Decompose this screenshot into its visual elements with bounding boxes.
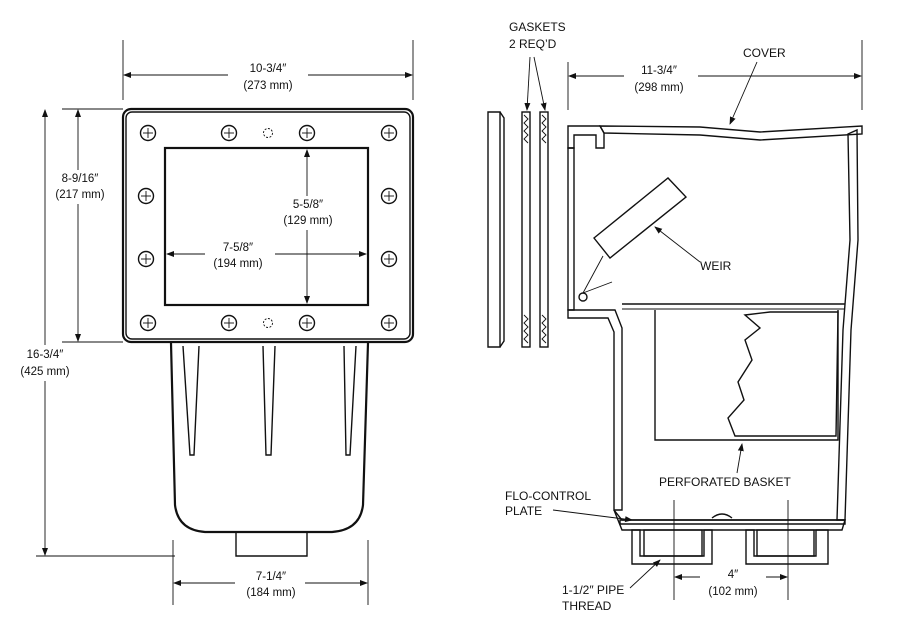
skimmer-opening	[163, 146, 370, 307]
screw-icon	[380, 187, 398, 205]
dimension-overall-width: 10-3/4″ (273 mm)	[122, 40, 414, 100]
depth-mm: (298 mm)	[634, 82, 683, 94]
weir-hinge-icon	[578, 292, 588, 302]
pipe-thread-label: THREAD	[562, 599, 612, 613]
opening-width-inches: 7-5/8″	[223, 242, 253, 254]
gaskets: GASKETS 2 REQ’D	[509, 20, 566, 348]
screw-icon	[298, 124, 316, 142]
flo-control-plate-label: PLATE	[505, 504, 542, 518]
overall-width-inches: 10-3/4″	[250, 63, 287, 75]
screw-icon	[380, 124, 398, 142]
pipe-spacing-inches: 4″	[728, 569, 738, 581]
opening-height-inches: 5-5/8″	[293, 199, 323, 211]
screw-icon	[137, 187, 155, 205]
front-view: 10-3/4″ (273 mm) 8-9/16″ (217 mm) 16-3/4…	[14, 40, 415, 605]
side-view: GASKETS 2 REQ’D 11-3/4″ (298 mm) COVER	[487, 20, 863, 613]
skimmer-flange	[121, 107, 415, 344]
upper-height-inches: 8-9/16″	[62, 173, 99, 185]
total-height-inches: 16-3/4″	[27, 349, 64, 361]
screw-holes	[137, 124, 398, 332]
skimmer-body-section	[567, 125, 859, 531]
screw-icon	[139, 124, 157, 142]
opening-height-mm: (129 mm)	[283, 215, 332, 227]
pipe-spacing-mm: (102 mm)	[708, 586, 757, 598]
depth-inches: 11-3/4″	[641, 65, 677, 77]
dimension-base-width: 7-1/4″ (184 mm)	[172, 540, 369, 605]
screw-icon	[137, 250, 155, 268]
screw-icon	[380, 250, 398, 268]
perforated-basket: PERFORATED BASKET	[654, 310, 839, 489]
gaskets-label: GASKETS	[509, 20, 566, 34]
weir-label: WEIR	[700, 259, 732, 273]
base-width-mm: (184 mm)	[246, 587, 295, 599]
screw-icon	[298, 314, 316, 332]
empty-hole-icon	[263, 128, 273, 138]
pipe-label: 1-1/2″ PIPE	[562, 583, 624, 597]
empty-hole-icon	[263, 318, 273, 328]
total-height-mm: (425 mm)	[20, 366, 69, 378]
cover: COVER	[598, 46, 863, 141]
opening-width-mm: (194 mm)	[213, 258, 262, 270]
weir: WEIR	[578, 177, 732, 302]
gaskets-count-label: 2 REQ’D	[509, 37, 557, 51]
basket-label: PERFORATED BASKET	[659, 475, 791, 489]
base-width-inches: 7-1/4″	[256, 571, 286, 583]
faceplate-section	[487, 111, 505, 348]
upper-height-mm: (217 mm)	[55, 189, 104, 201]
skimmer-body-front	[169, 342, 370, 557]
dimension-opening-width: 7-5/8″ (194 mm)	[166, 238, 367, 272]
dimension-depth: 11-3/4″ (298 mm)	[567, 40, 863, 110]
dimension-upper-height: 8-9/16″ (217 mm)	[52, 108, 123, 343]
overall-width-mm: (273 mm)	[243, 80, 292, 92]
cover-label: COVER	[743, 46, 786, 60]
screw-icon	[220, 124, 238, 142]
dimension-opening-height: 5-5/8″ (129 mm)	[276, 149, 340, 304]
screw-icon	[380, 314, 398, 332]
dimension-total-height: 16-3/4″ (425 mm)	[14, 109, 175, 557]
bottom-fittings: FLO-CONTROL PLATE 1-1/2″ PIPE THREAD	[505, 489, 846, 613]
dimension-pipe-spacing: 4″ (102 mm)	[673, 500, 789, 600]
screw-icon	[220, 314, 238, 332]
screw-icon	[139, 314, 157, 332]
flo-control-label: FLO-CONTROL	[505, 489, 591, 503]
